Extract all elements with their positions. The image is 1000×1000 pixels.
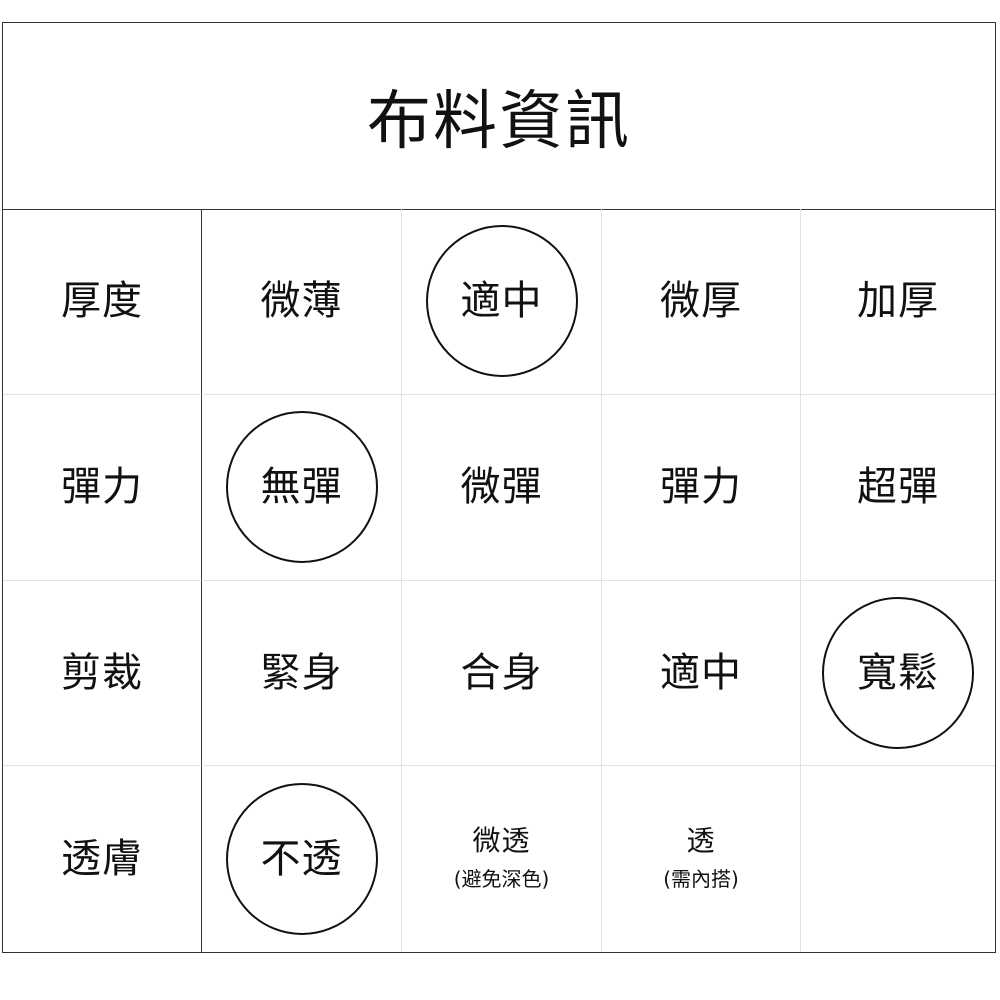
option-cell[interactable]: 緊身 <box>202 580 402 767</box>
option-note: (需內搭) <box>663 866 739 891</box>
option-cell[interactable]: 適中 <box>402 209 602 395</box>
row-label-text: 透膚 <box>61 836 143 883</box>
option-text: 寬鬆 <box>857 649 939 696</box>
fabric-attribute-grid: 厚度 微薄 適中 微厚 加厚 彈力 無彈 微彈 彈力 超彈 剪裁 緊身 合身 適… <box>3 209 995 952</box>
title-cell: 布料資訊 <box>3 23 995 210</box>
row-label-elasticity: 彈力 <box>3 394 202 581</box>
option-cell[interactable]: 適中 <box>602 580 801 767</box>
option-text: 微透 <box>472 823 531 857</box>
option-cell[interactable]: 合身 <box>402 580 602 767</box>
option-text: 微薄 <box>260 278 343 325</box>
option-cell[interactable]: 透 (需內搭) <box>602 766 801 952</box>
option-text: 彈力 <box>660 464 742 511</box>
option-cell[interactable]: 微厚 <box>602 209 801 395</box>
row-label-sheerness: 透膚 <box>3 766 202 952</box>
option-text: 超彈 <box>857 464 939 511</box>
fabric-info-table: 布料資訊 厚度 微薄 適中 微厚 加厚 彈力 無彈 微彈 彈力 超彈 剪裁 緊身… <box>2 22 996 953</box>
option-text: 微厚 <box>660 278 742 325</box>
option-text: 緊身 <box>260 649 343 696</box>
option-cell[interactable]: 微彈 <box>402 394 602 581</box>
option-cell[interactable]: 超彈 <box>801 395 995 581</box>
option-cell[interactable]: 無彈 <box>202 394 402 581</box>
row-label-text: 剪裁 <box>61 649 143 696</box>
option-cell[interactable]: 微薄 <box>202 209 402 395</box>
option-text: 透 <box>686 823 716 857</box>
page-title: 布料資訊 <box>367 85 631 159</box>
option-cell[interactable]: 寬鬆 <box>801 581 995 767</box>
option-cell[interactable]: 加厚 <box>801 209 995 395</box>
row-label-thickness: 厚度 <box>3 209 202 395</box>
option-cell[interactable]: 微透 (避免深色) <box>402 766 602 952</box>
option-text: 微彈 <box>460 464 543 511</box>
option-text: 合身 <box>460 649 543 696</box>
row-label-text: 厚度 <box>61 278 143 325</box>
option-text: 無彈 <box>260 464 343 511</box>
option-note: (避免深色) <box>453 866 550 891</box>
row-label-fit: 剪裁 <box>3 580 202 767</box>
option-cell[interactable]: 彈力 <box>602 394 801 581</box>
row-label-text: 彈力 <box>61 464 143 511</box>
empty-cell <box>801 766 995 952</box>
option-text: 加厚 <box>857 278 939 325</box>
option-text: 不透 <box>260 836 343 883</box>
option-cell[interactable]: 不透 <box>202 766 402 952</box>
option-text: 適中 <box>660 649 742 696</box>
option-text: 適中 <box>460 278 543 325</box>
